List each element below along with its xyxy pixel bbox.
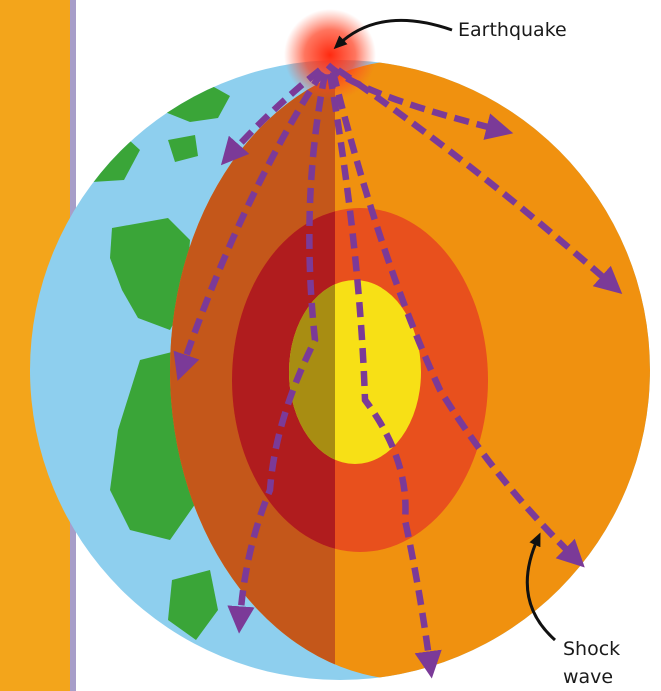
shock-wave-path bbox=[336, 67, 623, 295]
continent-middle bbox=[110, 218, 190, 330]
earthquake-label: Earthquake bbox=[458, 19, 567, 41]
shock-wave-label-line1: Shock bbox=[563, 638, 620, 660]
continent-bottom bbox=[168, 570, 218, 640]
shock-wave-callout-arrow bbox=[525, 532, 556, 642]
shock-wave-label-line2: wave bbox=[563, 666, 613, 688]
shock-wave-path bbox=[173, 70, 325, 381]
shock-wave-path bbox=[329, 71, 585, 568]
inner-core-cut bbox=[289, 280, 335, 464]
shock-wave-paths bbox=[173, 62, 623, 679]
outer-core-cut bbox=[232, 208, 335, 552]
shock-wave-path bbox=[220, 67, 323, 166]
earthquake-callout-arrow bbox=[333, 18, 453, 50]
shock-wave-path bbox=[326, 73, 442, 679]
island-small bbox=[168, 135, 198, 162]
